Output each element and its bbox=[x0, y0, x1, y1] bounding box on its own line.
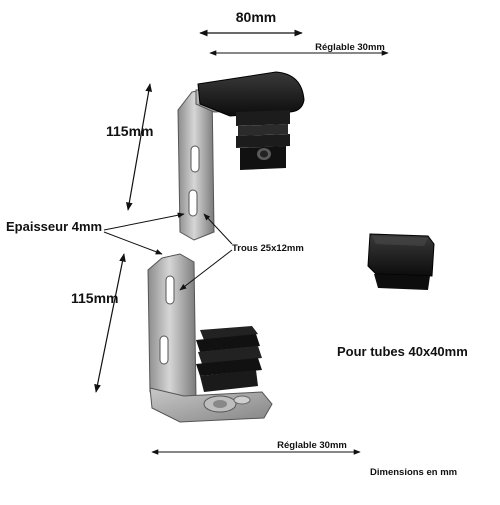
height-upper-label: 115mm bbox=[106, 123, 153, 139]
tubes-label: Pour tubes 40x40mm bbox=[337, 344, 468, 359]
lower-tube-plug bbox=[196, 326, 262, 392]
upper-bracket bbox=[177, 71, 305, 241]
upper-slot-1 bbox=[190, 145, 200, 173]
thickness-label: Epaisseur 4mm bbox=[6, 219, 102, 234]
height-upper-dim-line bbox=[125, 83, 153, 211]
holes-leader-2 bbox=[179, 249, 233, 291]
holes-leader-1 bbox=[203, 213, 233, 245]
lower-slot-2 bbox=[159, 335, 169, 365]
holes-label: Trous 25x12mm bbox=[232, 243, 304, 254]
loose-tube-cap bbox=[367, 233, 435, 290]
height-lower-label: 115mm bbox=[71, 290, 118, 306]
lower-slot-1 bbox=[165, 275, 175, 305]
upper-slot-2 bbox=[188, 189, 198, 217]
thickness-leader-1 bbox=[103, 212, 185, 231]
upper-tube-plug bbox=[236, 110, 290, 170]
adjust-top-label: Réglable 30mm bbox=[315, 42, 385, 53]
adjust-bottom-label: Réglable 30mm bbox=[277, 440, 347, 451]
nut-bolt bbox=[203, 395, 251, 413]
width-dim-label: 80mm bbox=[236, 9, 276, 25]
units-note: Dimensions en mm bbox=[370, 467, 457, 478]
height-lower-dim-line bbox=[94, 253, 126, 393]
thickness-leader-2 bbox=[103, 231, 163, 255]
upper-plastic-cap bbox=[197, 71, 305, 117]
lower-bracket bbox=[147, 253, 273, 423]
